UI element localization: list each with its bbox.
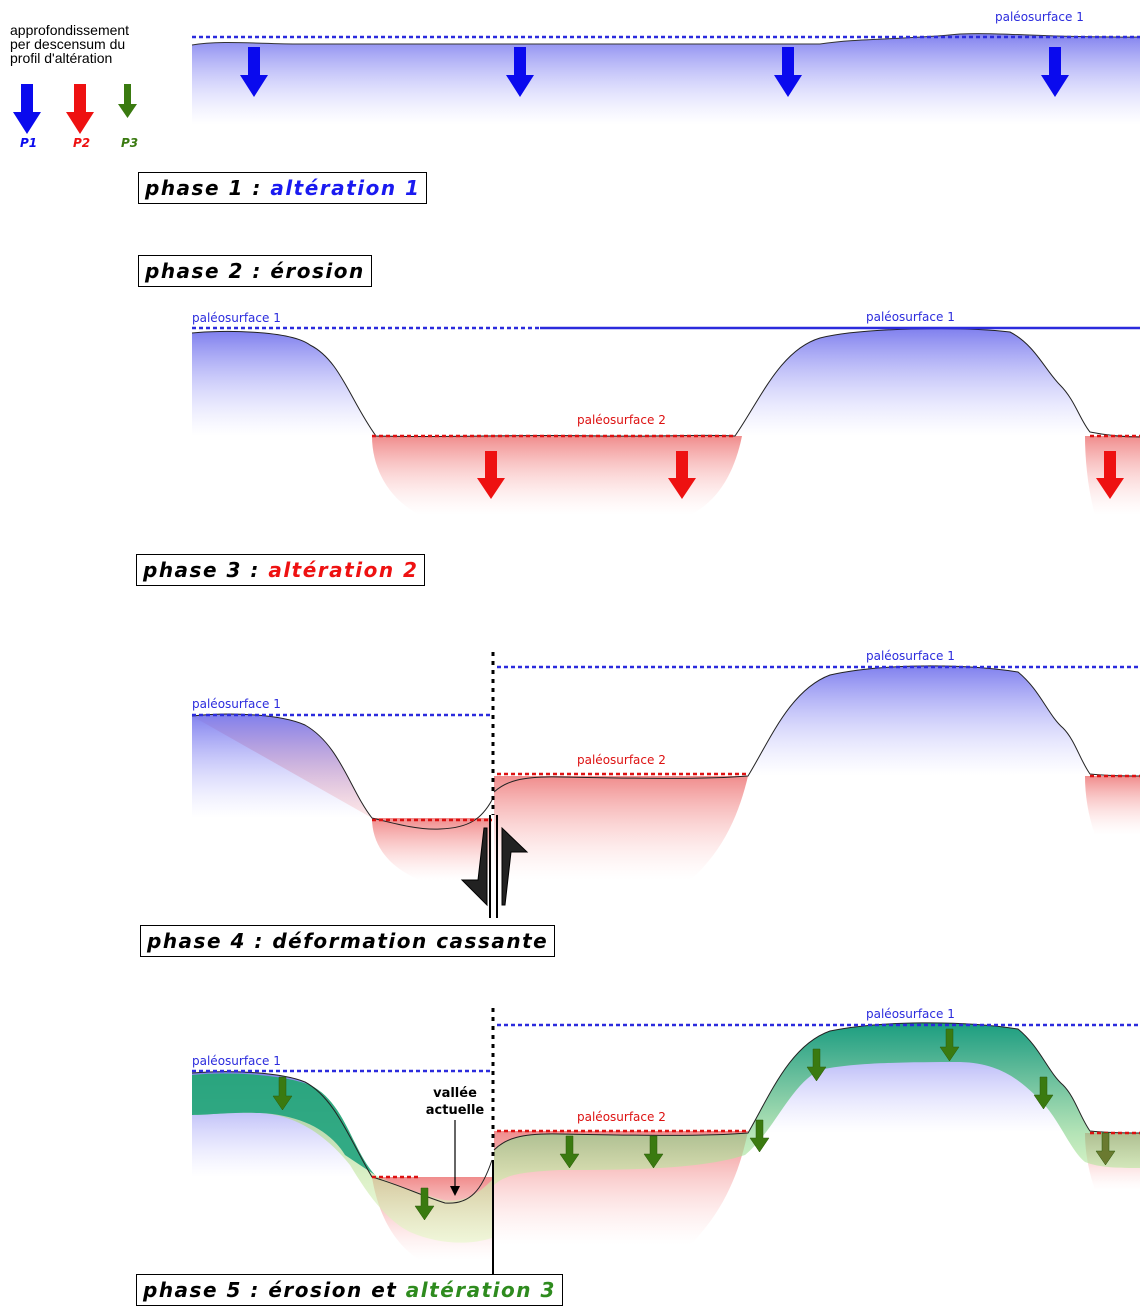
phase-1-arrow-3 bbox=[774, 47, 802, 97]
fault-arrow-down bbox=[460, 827, 488, 907]
phase-5-paleosurface-1-label-right: paléosurface 1 bbox=[866, 1007, 955, 1021]
phase-3-emph: altération 2 bbox=[268, 558, 419, 582]
phase-2-diagram: paléosurface 1 paléosurface 1 paléosurfa… bbox=[191, 310, 1141, 515]
legend-title-line-2: per descensum du bbox=[10, 36, 126, 52]
phase-1-prefix: phase 1 : bbox=[145, 176, 271, 200]
phase-2-label: phase 2 : érosion bbox=[138, 255, 372, 287]
phase-2-paleosurface-1-label-right: paléosurface 1 bbox=[866, 310, 955, 324]
phase-2-prefix: phase 2 : érosion bbox=[145, 259, 365, 283]
phase-3-label: phase 3 : altération 2 bbox=[136, 554, 426, 586]
phase-4-label: phase 4 : déformation cassante bbox=[140, 925, 556, 957]
phase-1-emph: altération 1 bbox=[270, 176, 421, 200]
phase-1-arrow-2 bbox=[506, 47, 534, 97]
legend-title: approfondissement per descensum du profi… bbox=[10, 23, 170, 65]
phase-4-paleosurface-1-label-right: paléosurface 1 bbox=[866, 649, 955, 663]
legend-label-p1: P1 bbox=[20, 136, 37, 150]
phase-5-paleosurface-1-label-left: paléosurface 1 bbox=[192, 1054, 281, 1068]
legend-arrow-p1 bbox=[13, 84, 41, 134]
phase-3-arrow-2 bbox=[668, 451, 696, 499]
phase-5-arrow-9 bbox=[1095, 1132, 1116, 1166]
phase-1-arrow-1 bbox=[240, 47, 268, 97]
phase-4-paleosurface-2-label: paléosurface 2 bbox=[577, 753, 666, 767]
legend-arrow-p2 bbox=[66, 84, 94, 134]
phase-5-emph: altération 3 bbox=[405, 1278, 556, 1302]
phase-5-diagram: paléosurface 1 paléosurface 1 paléosurfa… bbox=[191, 1007, 1141, 1275]
phase-3-arrow-3 bbox=[1096, 451, 1124, 499]
phase-5-arrow-1 bbox=[272, 1076, 293, 1111]
phase-5-arrow-8 bbox=[1033, 1076, 1054, 1110]
phase-2-paleosurface-1-label-left: paléosurface 1 bbox=[192, 311, 281, 325]
phase-4-diagram: paléosurface 1 paléosurface 1 paléosurfa… bbox=[191, 649, 1141, 918]
phase-5-arrow-5 bbox=[749, 1119, 770, 1153]
phase-5-arrow-2 bbox=[414, 1187, 435, 1221]
legend-title-line-3: profil d'altération bbox=[10, 50, 113, 66]
phase-1-arrow-4 bbox=[1041, 47, 1069, 97]
phase-4-paleosurface-1-label-left: paléosurface 1 bbox=[192, 697, 281, 711]
phase-5-arrow-7 bbox=[939, 1028, 960, 1062]
legend-label-p2: P2 bbox=[73, 136, 90, 150]
legend-title-line-1: approfondissement bbox=[10, 22, 130, 38]
fault-arrow-up bbox=[501, 826, 529, 906]
legend-arrow-p3 bbox=[118, 84, 137, 118]
phase-5-paleosurface-2-label: paléosurface 2 bbox=[577, 1110, 666, 1124]
phase-5-label: phase 5 : érosion et altération 3 bbox=[136, 1274, 563, 1306]
phase-1-paleosurface-1-label: paléosurface 1 bbox=[995, 10, 1084, 24]
phase-4-prefix: phase 4 : déformation cassante bbox=[147, 929, 549, 953]
valley-label-line-2: actuelle bbox=[426, 1103, 485, 1118]
phase-3-arrow-1 bbox=[477, 451, 505, 499]
phase-2-paleosurface-2-label: paléosurface 2 bbox=[577, 413, 666, 427]
phase-1-diagram: paléosurface 1 bbox=[191, 10, 1141, 125]
valley-label-line-1: vallée bbox=[433, 1086, 477, 1101]
phase-5-arrow-3 bbox=[559, 1135, 580, 1169]
phase-3-prefix: phase 3 : bbox=[143, 558, 269, 582]
phase-5-prefix: phase 5 : érosion et bbox=[143, 1278, 406, 1302]
legend-label-p3: P3 bbox=[121, 136, 138, 150]
phase-1-label: phase 1 : altération 1 bbox=[138, 172, 428, 204]
phase-5-arrow-6 bbox=[806, 1048, 827, 1082]
phase-5-arrow-4 bbox=[643, 1135, 664, 1169]
